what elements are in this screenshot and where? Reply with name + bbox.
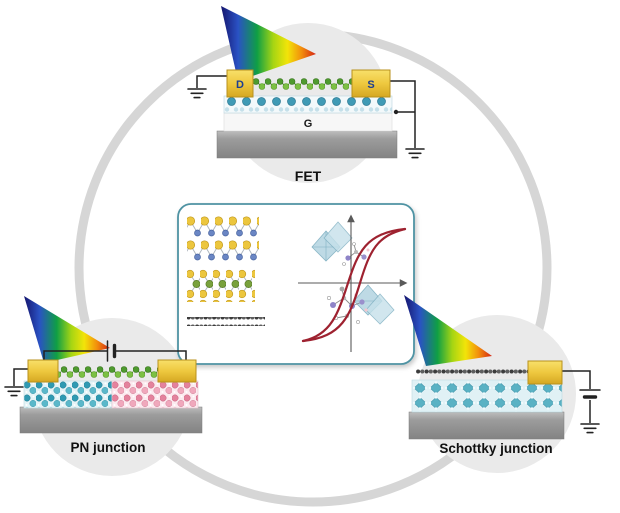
fet-dielectric-layer — [223, 95, 393, 114]
fet-light-cone-icon — [221, 6, 316, 81]
pn-top-wire-right — [116, 350, 187, 361]
molecule-cluster-lower — [326, 286, 368, 324]
schottky-substrate — [408, 411, 565, 440]
schottky-battery-icon — [578, 388, 602, 399]
ferroelectric-octahedra-lower — [353, 284, 395, 325]
pn-light-cone-icon — [24, 296, 110, 363]
fet-source-label: S — [367, 79, 374, 91]
schottky-light-cone-icon — [404, 295, 492, 366]
fet-right-wire — [390, 80, 416, 148]
pn-ground-wire — [13, 368, 28, 386]
fet-substrate — [216, 130, 398, 159]
crystal-structure-yellow-green — [187, 269, 255, 302]
fet-left-ground-icon — [187, 88, 207, 99]
fet-right-ground-icon — [405, 148, 425, 159]
fet-left-wire — [196, 75, 228, 88]
fet-drain-label: D — [236, 79, 244, 91]
schottky-ground-icon — [580, 423, 600, 434]
pn-left-electrode — [27, 359, 59, 383]
pn-n-region — [23, 380, 113, 409]
pn-ground-icon — [4, 386, 24, 397]
schottky-junction-device: Schottky junction — [404, 295, 602, 456]
fet-channel-layer — [253, 75, 352, 93]
schottky-graphene-layer — [416, 367, 532, 376]
graphene-chain — [187, 317, 265, 326]
fet-drain-electrode — [226, 69, 254, 98]
pn-junction-label: PN junction — [71, 440, 146, 455]
fet-gate-contact-dot — [393, 109, 399, 115]
hysteresis-axes — [298, 214, 408, 352]
schottky-junction-label: Schottky junction — [439, 441, 552, 456]
schottky-top-wire — [560, 370, 591, 389]
pn-channel-layer — [58, 363, 158, 381]
schottky-electrode — [527, 360, 563, 385]
pn-junction-device: PN junction — [4, 296, 203, 455]
pn-p-region — [111, 380, 199, 409]
schottky-semiconductor-layer — [411, 379, 563, 413]
pn-top-wire-left — [43, 350, 107, 361]
fet-label: FET — [295, 168, 322, 184]
fet-device: D S G FET — [187, 6, 425, 184]
hysteresis-loop — [301, 227, 407, 343]
fet-source-electrode — [351, 69, 391, 98]
ferroelectric-octahedra-upper — [311, 221, 353, 262]
fet-gate-label: G — [304, 118, 313, 130]
center-summary-box — [177, 203, 415, 365]
crystal-structure-yellow-blue — [187, 215, 259, 262]
pn-right-electrode — [157, 359, 197, 383]
pn-substrate — [19, 406, 203, 434]
